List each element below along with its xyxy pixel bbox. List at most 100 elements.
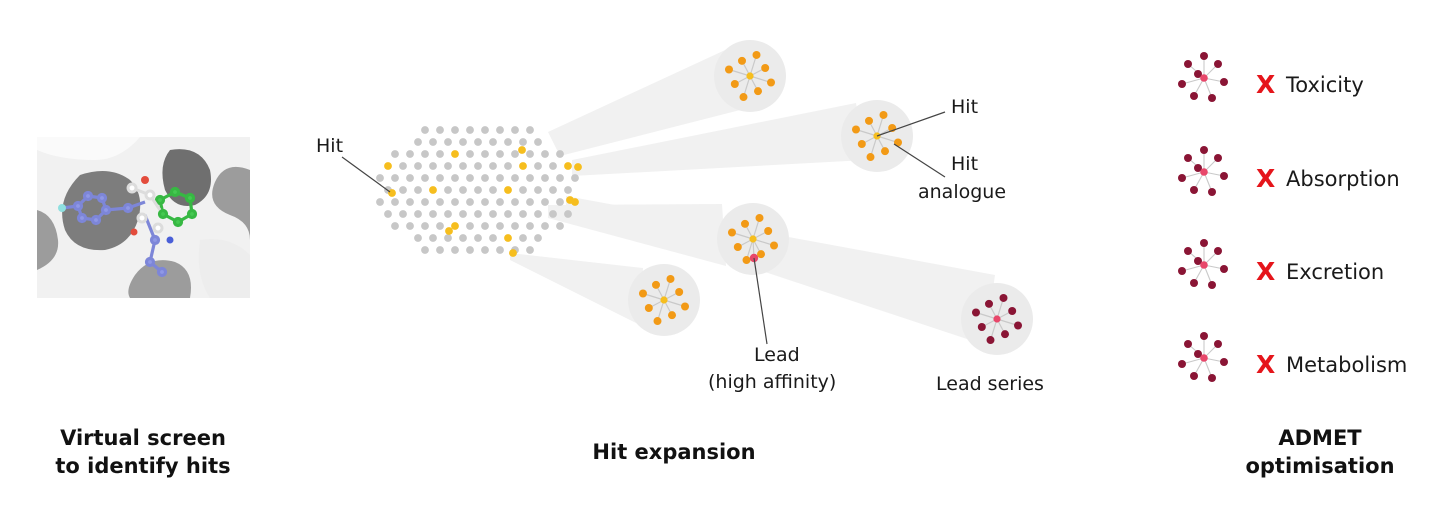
analogue-dot xyxy=(1014,321,1023,330)
library-compound-dot xyxy=(414,210,422,218)
library-compound-dot xyxy=(421,150,429,158)
molecule-center-atom xyxy=(1200,354,1208,362)
library-compound-dot xyxy=(496,246,504,254)
molecule-atom xyxy=(1184,247,1192,255)
library-compound-dot xyxy=(459,162,467,170)
library-compound-dot xyxy=(511,126,519,134)
molecule-atom xyxy=(1178,80,1186,88)
library-compound-dot xyxy=(511,174,519,182)
library-compound-dot xyxy=(451,198,459,206)
library-compound-dot xyxy=(406,174,414,182)
analogue-dot xyxy=(971,308,980,317)
analogue-dot xyxy=(770,241,779,250)
library-compound-dot xyxy=(519,210,527,218)
library-compound-dot xyxy=(391,174,399,182)
analogue-dot xyxy=(764,226,773,235)
library-compound-dot xyxy=(406,198,414,206)
library-compound-dot xyxy=(496,198,504,206)
library-compound-dot xyxy=(564,186,572,194)
library-compound-dot xyxy=(444,138,452,146)
library-compound-dot xyxy=(481,174,489,182)
library-compound-dot xyxy=(571,174,579,182)
analogue-clusters xyxy=(628,40,1033,355)
beam xyxy=(572,103,866,176)
hit-compound-dot xyxy=(429,186,437,194)
analogue-dot xyxy=(644,304,653,313)
molecule-atom xyxy=(1184,154,1192,162)
hit-label: Hit xyxy=(316,135,343,157)
admet-list: X Toxicity X Absorption X Excretion X Me… xyxy=(1256,70,1407,379)
analogue-dot xyxy=(757,250,766,259)
analogue-dot xyxy=(724,65,733,74)
analogue-dot xyxy=(638,289,647,298)
library-compound-dot xyxy=(421,174,429,182)
beam xyxy=(548,204,726,266)
library-compound-dot xyxy=(474,138,482,146)
library-compound-dot xyxy=(556,150,564,158)
library-compound-dot xyxy=(421,246,429,254)
library-compound-dot xyxy=(436,246,444,254)
hit-compound-dot xyxy=(504,234,512,242)
analogue-dot xyxy=(879,110,888,119)
library-compound-dot xyxy=(534,186,542,194)
analogue-dot xyxy=(866,153,875,162)
analogue-dot xyxy=(740,219,749,228)
library-compound-dot xyxy=(534,234,542,242)
library-compound-dot xyxy=(429,234,437,242)
library-compound-dot xyxy=(466,222,474,230)
admet-item-excretion: X Excretion xyxy=(1256,257,1384,286)
library-compound-dot xyxy=(399,162,407,170)
lead-series-label: Lead series xyxy=(936,373,1044,395)
library-compound-dot xyxy=(481,246,489,254)
library-compound-dot xyxy=(541,150,549,158)
library-compound-dot xyxy=(429,162,437,170)
library-compound-dot xyxy=(414,138,422,146)
molecule-atom xyxy=(1178,267,1186,275)
library-compound-dot xyxy=(466,174,474,182)
admet-item-label: Toxicity xyxy=(1285,73,1364,97)
leader-lines xyxy=(341,111,946,345)
library-compound-dot xyxy=(489,210,497,218)
hit-compound-dot xyxy=(564,162,572,170)
molecule-atom xyxy=(1178,360,1186,368)
hit-compound-dot xyxy=(451,222,459,230)
molecule-atom xyxy=(1184,60,1192,68)
library-compound-dot xyxy=(451,246,459,254)
library-compound-dot xyxy=(391,198,399,206)
analogue-dot xyxy=(733,243,742,252)
library-compound-dot xyxy=(534,210,542,218)
analogue-dot xyxy=(755,213,764,222)
analogue-dot xyxy=(864,116,873,125)
library-compound-dot xyxy=(474,162,482,170)
virtual-screen-caption-line2: to identify hits xyxy=(55,454,230,478)
hit-compound-dot xyxy=(574,163,582,171)
library-compound-dot xyxy=(376,198,384,206)
library-compound-dot xyxy=(391,150,399,158)
library-compound-dot xyxy=(459,186,467,194)
library-compound-dot xyxy=(549,186,557,194)
admet-molecule-icons xyxy=(1178,52,1228,382)
molecule-atom xyxy=(1214,60,1222,68)
analogue-leader-line xyxy=(893,143,946,178)
hit-expansion-caption: Hit expansion xyxy=(592,440,755,464)
hit-compound-dot xyxy=(504,186,512,194)
library-compound-dot xyxy=(534,138,542,146)
library-compound-dot xyxy=(429,138,437,146)
virtual-screen-caption-line1: Virtual screen xyxy=(60,426,226,450)
library-compound-dot xyxy=(541,198,549,206)
library-compound-dot xyxy=(556,222,564,230)
hit-compound-dot xyxy=(518,146,526,154)
analogue-dot xyxy=(984,299,993,308)
admet-item-label: Excretion xyxy=(1286,260,1384,284)
cluster-hit-leader-line xyxy=(876,111,946,137)
hit-analogue-label-line2: analogue xyxy=(918,181,1006,203)
library-compound-dot xyxy=(459,210,467,218)
analogue-dot xyxy=(668,311,677,320)
hit-leader-line xyxy=(341,156,391,193)
library-compound-dot xyxy=(406,150,414,158)
library-compound-dot xyxy=(526,174,534,182)
molecule-atom xyxy=(1220,265,1228,273)
analogue-dot xyxy=(894,138,903,147)
lead-label-line1: Lead xyxy=(754,344,800,366)
